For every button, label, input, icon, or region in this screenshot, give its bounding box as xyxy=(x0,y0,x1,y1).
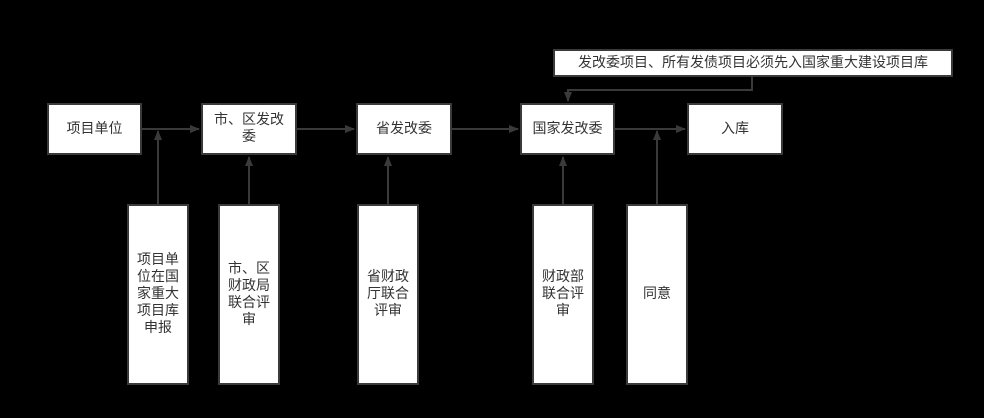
node-provincial-finance-review-label: 省财政厅联合评审 xyxy=(367,269,409,319)
node-city-district-ndrc-label: 市、区发改委 xyxy=(214,112,284,145)
node-storage: 入库 xyxy=(687,103,783,155)
node-city-finance-review: 市、区财政局联合评审 xyxy=(218,204,280,385)
node-agree: 同意 xyxy=(626,204,688,385)
node-agree-label: 同意 xyxy=(643,286,671,302)
arrow-annotation-to-national-ndrc xyxy=(564,77,753,102)
node-project-declare: 项目单位在国家重大项目库申报 xyxy=(127,204,189,385)
node-national-ndrc-label: 国家发改委 xyxy=(532,120,603,137)
node-provincial-ndrc-label: 省发改委 xyxy=(376,120,432,137)
node-project-declare-label: 项目单位在国家重大项目库申报 xyxy=(137,252,179,336)
node-city-finance-review-label: 市、区财政局联合评审 xyxy=(228,260,270,328)
node-project-unit-label: 项目单位 xyxy=(66,120,123,137)
annotation-label: 发改委项目、所有发债项目必须先入国家重大建设项目库 xyxy=(578,54,928,71)
annotation-note: 发改委项目、所有发债项目必须先入国家重大建设项目库 xyxy=(553,49,953,77)
node-national-ndrc: 国家发改委 xyxy=(520,103,615,155)
node-city-district-ndrc: 市、区发改委 xyxy=(201,103,297,155)
node-mof-review: 财政部联合评审 xyxy=(532,204,594,385)
node-project-unit: 项目单位 xyxy=(47,103,142,155)
node-mof-review-label: 财政部联合评审 xyxy=(542,269,584,319)
node-storage-label: 入库 xyxy=(721,120,749,137)
node-provincial-finance-review: 省财政厅联合评审 xyxy=(357,204,419,385)
node-provincial-ndrc: 省发改委 xyxy=(356,103,452,155)
